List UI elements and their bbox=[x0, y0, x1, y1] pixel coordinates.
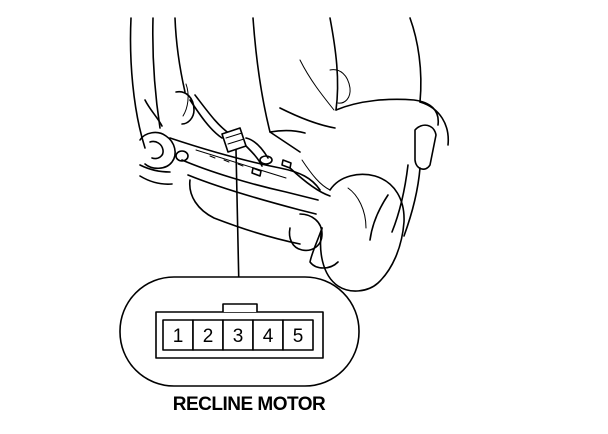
recline-motor-body bbox=[139, 83, 195, 185]
wire-harness bbox=[189, 94, 273, 167]
pin-label: 2 bbox=[203, 326, 214, 347]
recline-lever bbox=[369, 124, 437, 241]
connector-lock-tab bbox=[222, 303, 258, 312]
pin-cell-5 bbox=[282, 319, 314, 351]
seat-back bbox=[129, 17, 449, 153]
pin-cell-3 bbox=[222, 319, 254, 351]
connector-label: RECLINE MOTOR bbox=[172, 394, 326, 415]
leader-line bbox=[235, 149, 240, 291]
pin-label: 5 bbox=[293, 326, 304, 347]
seat-frame bbox=[169, 137, 323, 252]
pin-cell-4 bbox=[252, 319, 284, 351]
seat-cushion-side bbox=[289, 159, 405, 292]
connector-callout: 1 2 3 4 5 bbox=[119, 276, 360, 387]
pin-label: 3 bbox=[233, 326, 244, 347]
pin-cell-2 bbox=[192, 319, 224, 351]
pin-label: 4 bbox=[263, 326, 274, 347]
pin-label: 1 bbox=[173, 326, 184, 347]
